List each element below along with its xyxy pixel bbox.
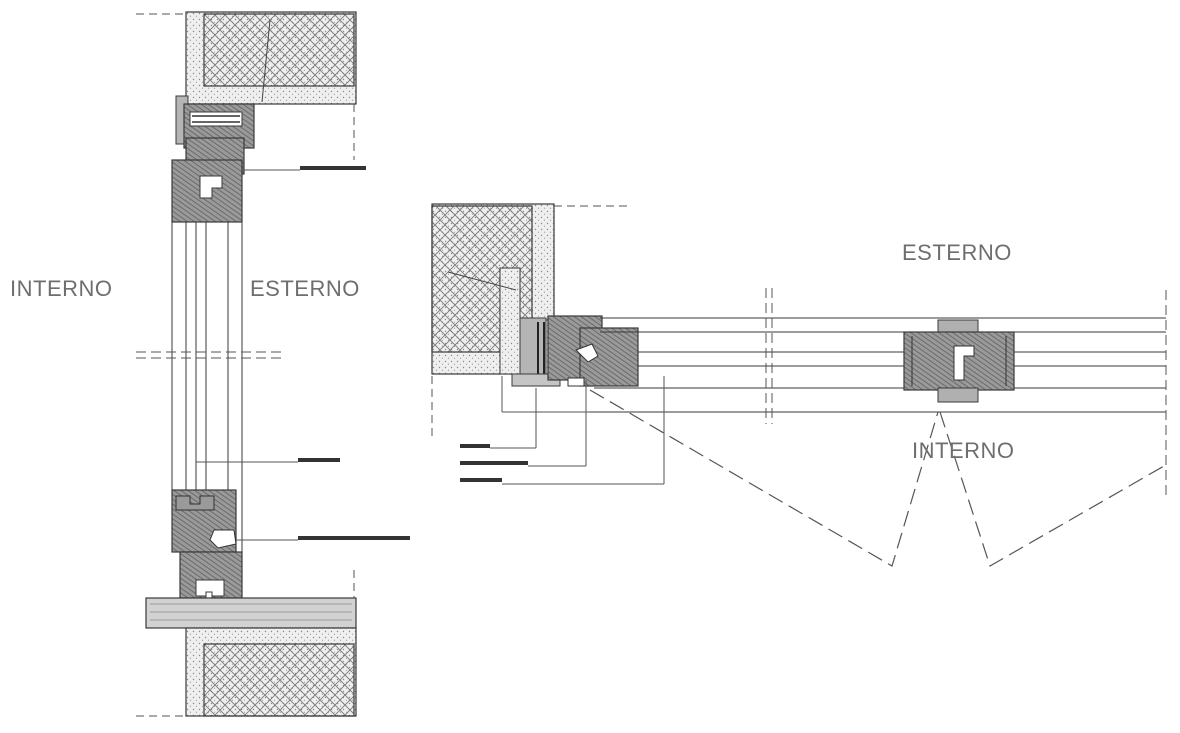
horizontal-section: ESTERNO INTERNO: [431, 203, 1167, 567]
top-wall: [136, 11, 357, 160]
vertical-leaders: [196, 166, 410, 541]
vertical-interior-label: INTERNO: [10, 276, 113, 301]
top-frame-profile: [171, 95, 255, 223]
horizontal-interior-label: INTERNO: [912, 438, 1015, 463]
horizontal-glazing: [590, 288, 1167, 498]
central-mullion-profile: [903, 319, 1015, 403]
horizontal-leaders: [460, 376, 665, 485]
horizontal-exterior-label: ESTERNO: [902, 240, 1012, 265]
bottom-wall: [136, 570, 357, 717]
bottom-frame-profile: [171, 489, 243, 607]
vertical-glazing: [136, 186, 284, 592]
vertical-section: INTERNO ESTERNO: [10, 11, 410, 717]
side-frame-profile: [511, 315, 639, 387]
vertical-exterior-label: ESTERNO: [250, 276, 360, 301]
sash-swing-lines: [589, 389, 1165, 567]
